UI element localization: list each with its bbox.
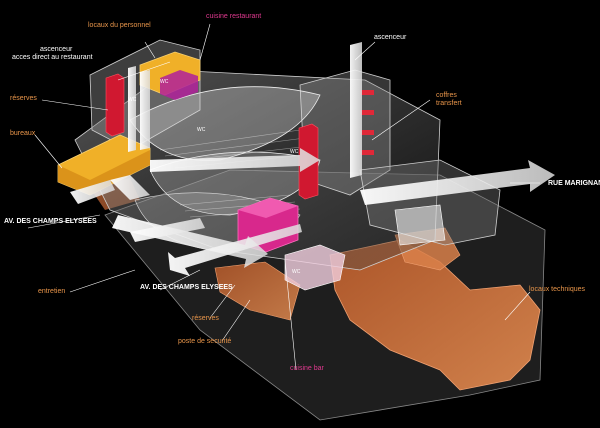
label-cuisine-bar: cuisine bar (290, 365, 324, 372)
label-coffres: coffres (436, 92, 457, 99)
label-acces-restaurant: acces direct au restaurant (12, 54, 93, 61)
office-blocks (57, 51, 201, 196)
wc-label: WC (128, 97, 137, 103)
circulation-arrows (70, 42, 555, 276)
wc-label: WC (160, 79, 169, 85)
leader-lines (27, 23, 540, 371)
label-av-champs-elysees-bottom: AV. DES CHAMPS ELYSEES (140, 284, 233, 291)
vertical-cores (105, 73, 374, 200)
label-poste-securite: poste de securité (178, 338, 232, 345)
label-reserves-bottom: réserves (192, 315, 219, 322)
wc-label: WC (290, 149, 299, 155)
label-bureaux: bureaux (10, 130, 36, 137)
label-av-champs-elysees-left: AV. DES CHAMPS ELYSEES (4, 218, 97, 225)
label-cuisine-restaurant: cuisine restaurant (206, 13, 262, 20)
label-entretien: entretien (38, 288, 66, 295)
label-ascenceur: ascenceur (374, 34, 407, 41)
label-reserves-top: réserves (10, 95, 37, 102)
wc-label: WC (292, 269, 301, 275)
wc-label: WC (197, 127, 206, 133)
label-locaux-techniques: locaux techniques (529, 286, 586, 293)
label-locaux-personnel: locaux du personnel (88, 22, 151, 29)
label-transfert: transfert (436, 100, 462, 107)
label-rue-marignan: RUE MARIGNAN (548, 180, 600, 187)
label-ascenceur-restaurant: ascenceur (40, 46, 73, 53)
